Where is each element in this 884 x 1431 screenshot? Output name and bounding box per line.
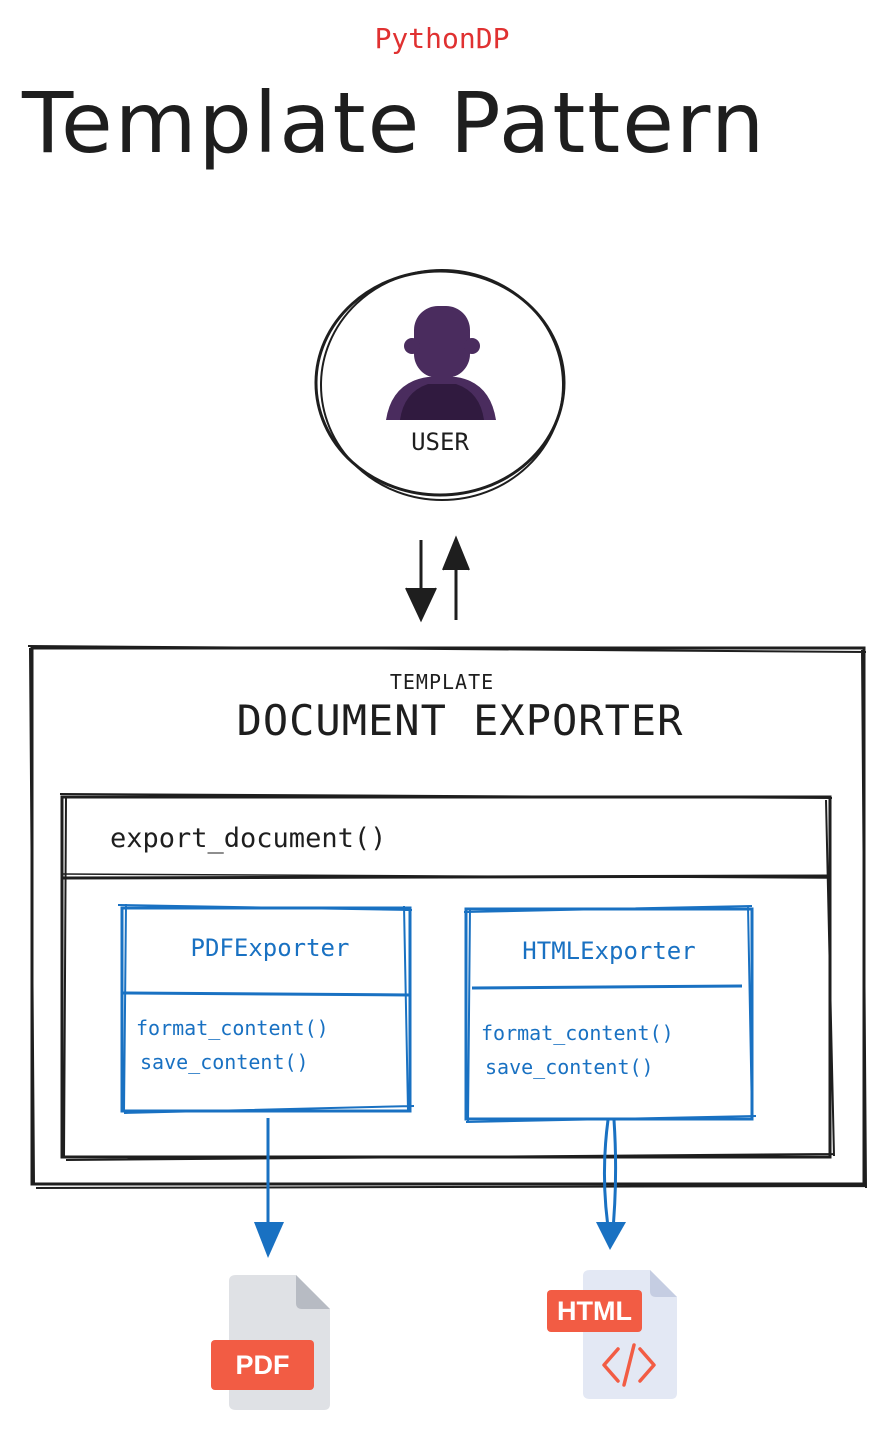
template-method-name: export_document() [110, 823, 387, 854]
response-arrow [442, 535, 470, 620]
pdf-badge: PDF [211, 1340, 314, 1390]
pdf-exporter-box [117, 903, 415, 1114]
html-badge: HTML [547, 1290, 642, 1332]
user-icon [386, 306, 496, 420]
template-box [27, 645, 867, 1189]
user-label: USER [411, 428, 469, 456]
request-arrow [405, 540, 437, 623]
html-exporter-name: HTMLExporter [522, 937, 696, 965]
html-exporter-box [463, 905, 757, 1123]
brand-label: PythonDP [374, 22, 510, 55]
template-class-name: DOCUMENT EXPORTER [236, 696, 684, 745]
template-method-box [59, 793, 835, 1161]
html-output-arrow [596, 1119, 626, 1250]
pdf-exporter-name: PDFExporter [190, 934, 350, 962]
template-stereotype: TEMPLATE [389, 670, 495, 694]
diagram-title: Template Pattern [22, 74, 767, 172]
user-circle [314, 269, 566, 501]
pdf-save-content-method: save_content() [140, 1050, 309, 1074]
html-save-content-method: save_content() [485, 1055, 654, 1079]
pdf-format-content-method: format_content() [136, 1016, 329, 1040]
pdf-output-arrow [254, 1118, 284, 1258]
html-format-content-method: format_content() [481, 1021, 674, 1045]
